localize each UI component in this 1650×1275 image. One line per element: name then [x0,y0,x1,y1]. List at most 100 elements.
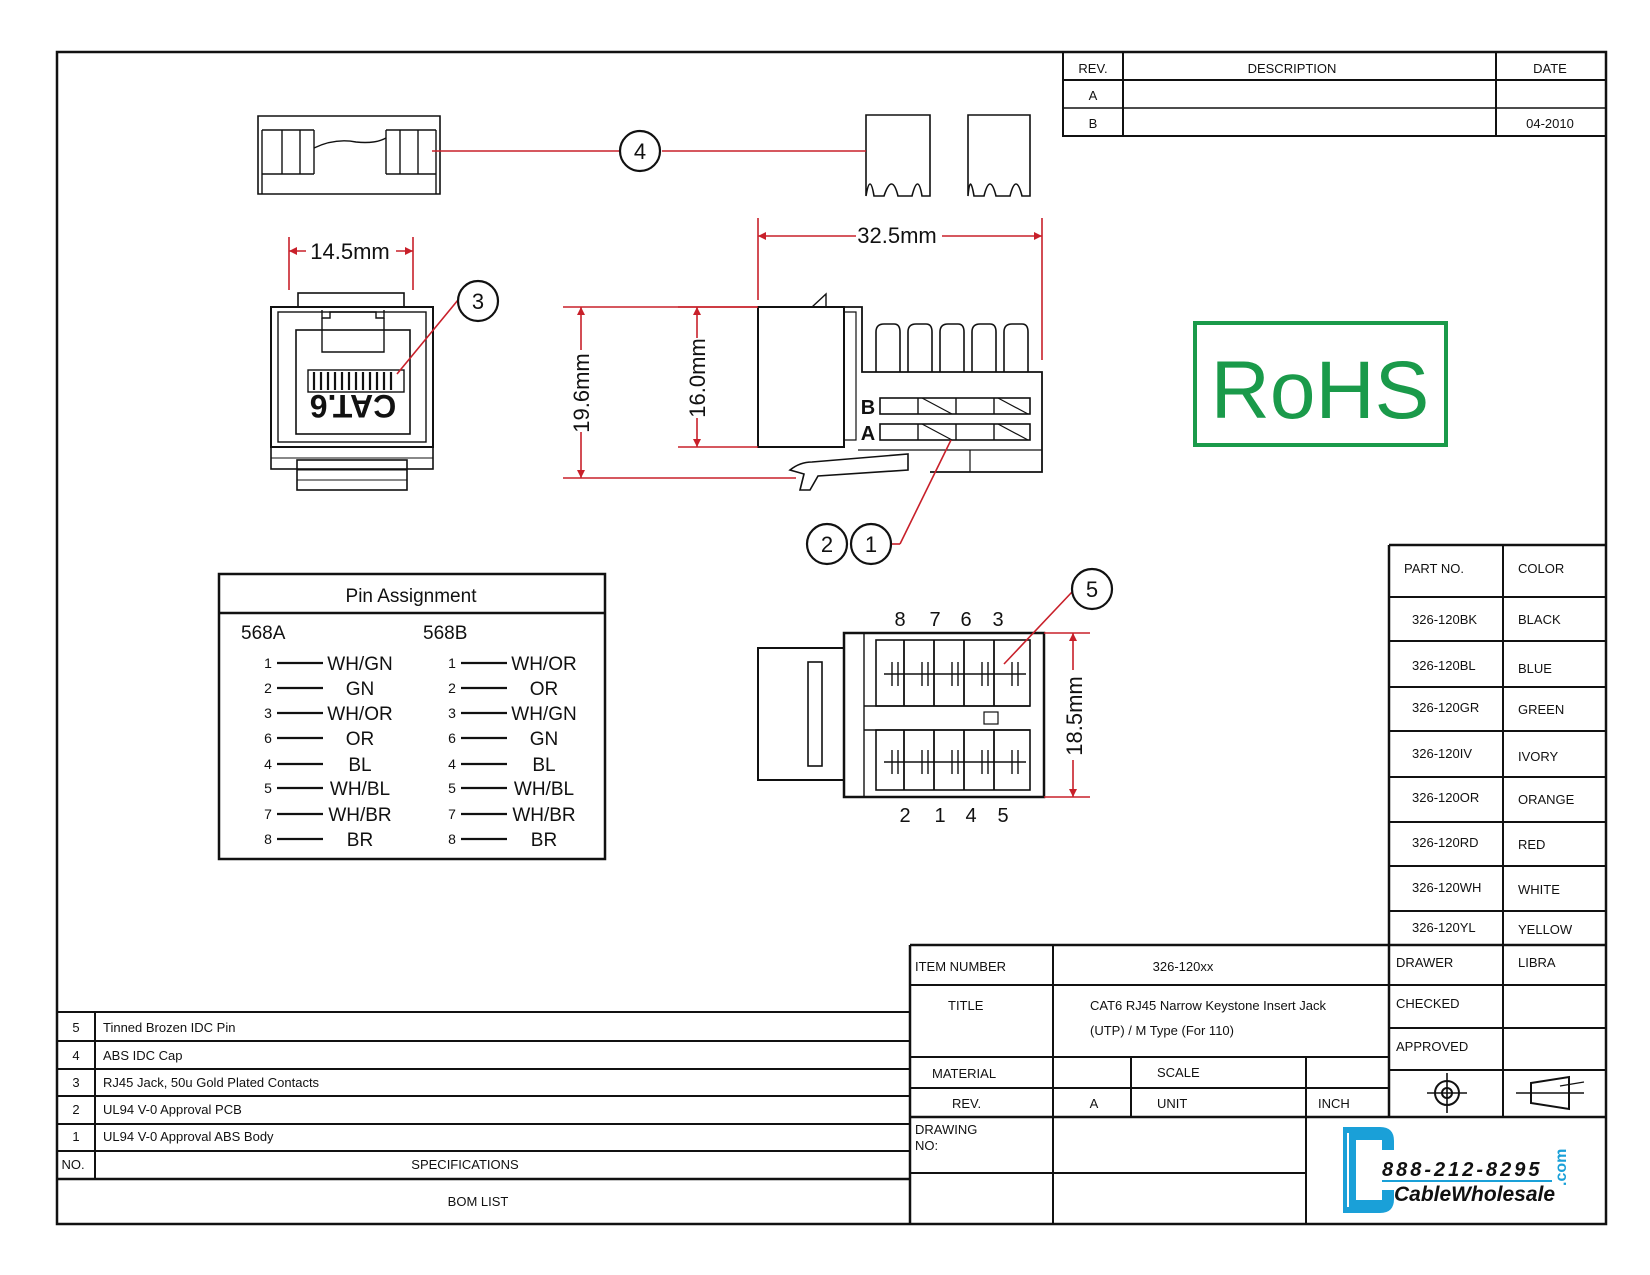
rev-value: A [1090,1096,1099,1111]
pin-wire-color: BL [348,755,371,776]
rohs-frame [1193,321,1448,447]
pin-number: 2 [899,805,910,827]
dim-length-side: 32.5mm [857,223,936,248]
callout-3-label: 3 [472,289,484,314]
part-number: 326-120GR [1412,700,1479,715]
pin-number: 7 [264,806,272,822]
callout-5-circle [1070,567,1114,611]
pin-wire-color: BL [532,755,555,776]
jack-bottom-view [757,631,1090,799]
approved-label: APPROVED [1396,1039,1468,1054]
item-number-value: 326-120xx [1153,959,1214,974]
pin-assignment-title: Pin Assignment [346,586,478,607]
pin-number: 4 [965,805,976,827]
checked-label: CHECKED [1396,996,1460,1011]
title-line-1: CAT6 RJ45 Narrow Keystone Insert Jack [1090,998,1327,1013]
title-label: TITLE [948,998,984,1013]
rohs-label: RoHS [1211,345,1430,436]
pin-number: 7 [448,806,456,822]
rev-row-b-date: 04-2010 [1526,116,1574,131]
logo-phone: 888-212-8295 [1382,1159,1543,1181]
bom-item-number: 3 [72,1075,79,1090]
bom-footer: BOM LIST [448,1194,509,1209]
part-number: 326-120IV [1412,746,1472,761]
pin-number: 3 [264,705,272,721]
callout-4-label: 4 [634,139,646,164]
pin-wire-color: BR [531,830,557,851]
pin-wire-color: WH/BL [514,779,574,800]
callout-5-leader [1003,591,1073,665]
pin-number: 6 [448,730,456,746]
pin-number: 2 [448,680,456,696]
part-number: 326-120BK [1412,612,1477,627]
bom-item-number: 2 [72,1102,79,1117]
bom-no-header: NO. [61,1157,84,1172]
scale-label: SCALE [1157,1065,1200,1080]
pin-number: 1 [934,805,945,827]
color-header: COLOR [1518,561,1564,576]
pin-number: 1 [448,655,456,671]
rev-label: REV. [952,1096,981,1111]
part-color: WHITE [1518,882,1560,897]
callout-12-leader [899,439,952,545]
title-line-2: (UTP) / M Type (For 110) [1090,1023,1234,1038]
part-number: 326-120WH [1412,880,1481,895]
row-label-b: B [861,397,875,419]
idc-cap-top-view [257,115,441,195]
callout-4-circle [618,129,662,173]
pin-number: 3 [992,609,1003,631]
revision-table: REV. DESCRIPTION DATE A B 04-2010 [1062,51,1607,137]
bottom-pin-numbers-bottom: 2 1 4 5 [899,805,1008,827]
callout-2-label: 2 [821,532,833,557]
col-568b-title: 568B [423,623,467,644]
drawer-label: DRAWER [1396,955,1453,970]
pin-number: 5 [997,805,1008,827]
pin-wire-color: WH/OR [511,654,576,675]
callout-2-circle [805,522,849,566]
pin-wire-color: WH/GN [327,654,392,675]
bom-item-number: 1 [72,1129,79,1144]
pin-wire-color: GN [530,729,559,750]
title-block: ITEM NUMBER 326-120xx TITLE CAT6 RJ45 Na… [908,943,1606,1224]
bom-item-spec: ABS IDC Cap [103,1048,182,1063]
part-color: BLACK [1518,612,1561,627]
part-color: BLUE [1518,661,1552,676]
part-number: 326-120RD [1412,835,1479,850]
bom-item-spec: RJ45 Jack, 50u Gold Plated Contacts [103,1075,320,1090]
part-color: IVORY [1518,749,1559,764]
projection-cone-icon [1516,1075,1585,1111]
bom-item-spec: UL94 V-0 Approval PCB [103,1102,242,1117]
pin-number: 8 [894,609,905,631]
pin-number: 3 [448,705,456,721]
drawing-no-label-2: NO: [915,1138,938,1153]
pin-wire-color: WH/BL [330,779,390,800]
rev-row-b: B [1089,116,1098,131]
pin-wire-color: BR [347,830,373,851]
dim-height-total-lines [563,306,796,479]
jack-side-view [757,218,1043,491]
part-no-header: PART NO. [1404,561,1464,576]
logo-suffix: .com [1553,1149,1570,1186]
pin-number: 7 [929,609,940,631]
callout-1-label: 1 [865,532,877,557]
pin-number: 4 [264,756,272,772]
pin-wire-color: WH/OR [327,704,392,725]
part-number: 326-120YL [1412,920,1476,935]
pin-number: 5 [448,780,456,796]
row-label-a: A [861,423,875,445]
sheet-border [55,50,1608,1226]
pin-number: 4 [448,756,456,772]
projection-target-icon [1427,1073,1467,1113]
item-number-label: ITEM NUMBER [915,959,1006,974]
pin-wire-color: WH/BR [512,805,575,826]
pin-wire-color: OR [346,729,375,750]
drawer-value: LIBRA [1518,955,1556,970]
bom-item-number: 4 [72,1048,79,1063]
callout-5-label: 5 [1086,577,1098,602]
jack-front-view: CAT.6 [270,237,434,491]
dim-width-front: 14.5mm [310,239,389,264]
callout-3-circle [456,279,500,323]
part-number: 326-120OR [1412,790,1479,805]
